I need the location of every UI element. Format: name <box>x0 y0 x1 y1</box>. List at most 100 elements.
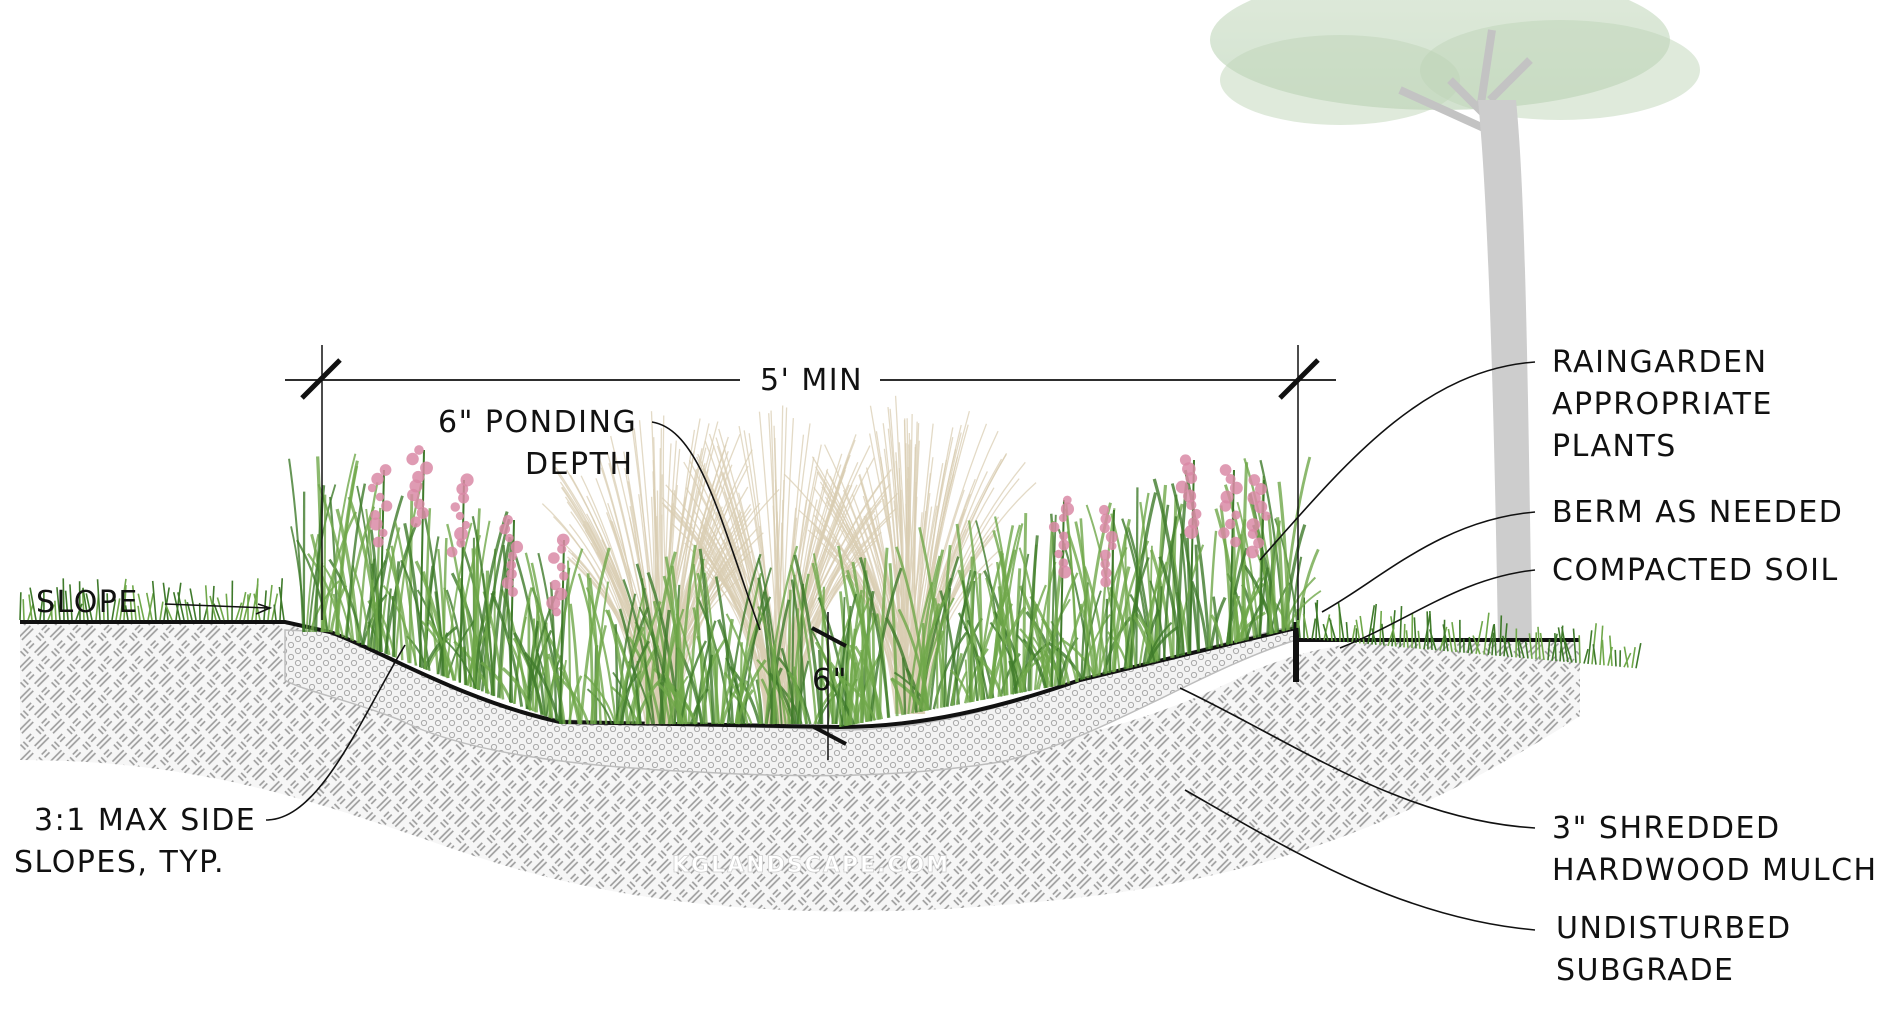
ground-profile-line <box>20 620 1580 730</box>
foliage-blade <box>1135 487 1139 667</box>
turf-blade <box>184 599 189 621</box>
ornamental-grass-blade <box>914 421 918 714</box>
foliage-blade <box>606 609 630 725</box>
side-slopes-label: 3:1 MAX SIDE SLOPES, TYP. <box>14 803 255 880</box>
flower-blossom <box>1105 531 1118 543</box>
turf-blade <box>1528 633 1533 659</box>
flower-blossom <box>1099 549 1111 561</box>
turf-blade <box>1351 624 1356 643</box>
flower-blossom <box>1100 576 1112 588</box>
foliage-blade <box>997 586 1008 696</box>
turf-blade <box>239 591 247 621</box>
flower-blossom <box>1108 541 1117 551</box>
turf-blade <box>1499 615 1503 657</box>
min-width-label: 5' MIN <box>760 363 863 398</box>
foliage-blade <box>619 640 651 725</box>
foliage-blade <box>484 570 490 694</box>
leader-lines <box>164 361 1536 931</box>
turf-blade <box>216 597 225 621</box>
turf-blade <box>19 592 22 621</box>
foliage-blade <box>1240 462 1249 642</box>
foliage-blade <box>394 521 417 666</box>
foliage-blade <box>586 688 613 725</box>
foliage-blade <box>907 581 934 715</box>
turf-blade <box>1591 623 1597 665</box>
foliage-blade <box>512 632 544 715</box>
turf-blade <box>54 600 57 621</box>
foliage-blade <box>327 453 357 633</box>
turf-blade <box>96 579 101 621</box>
leader-mulch <box>1179 687 1536 829</box>
flower-blossom <box>1185 472 1198 484</box>
foliage-blade <box>1110 513 1137 667</box>
turf-blade <box>1623 646 1629 668</box>
foliage-blade <box>658 609 671 725</box>
turf-blade <box>1443 619 1446 651</box>
ornamental-grass-blade <box>784 457 815 725</box>
foliage-blade <box>1236 501 1260 638</box>
turf-blade <box>1587 630 1593 665</box>
foliage-blade <box>780 647 797 725</box>
foliage-blade <box>296 539 329 633</box>
foliage-blade <box>796 660 810 725</box>
mulch-line2: HARDWOOD MULCH <box>1552 853 1878 888</box>
foliage-blade <box>992 530 1023 693</box>
turf-blade <box>273 604 277 621</box>
foliage-blade <box>725 657 746 725</box>
turf-blade <box>69 584 73 621</box>
foliage-blade <box>949 668 972 703</box>
flower-blossom <box>454 527 469 541</box>
flower-stem <box>1059 499 1065 686</box>
foliage-blade <box>618 608 642 725</box>
foliage-blade <box>932 631 968 710</box>
foliage-blade <box>569 603 582 725</box>
foliage-blade <box>1296 548 1320 628</box>
foliage-blade <box>970 556 974 702</box>
tree <box>1210 0 1700 640</box>
turf-blade <box>1557 627 1565 662</box>
turf-blade <box>1447 628 1453 652</box>
flower-blossom <box>1184 525 1199 539</box>
turf-blade <box>115 598 121 621</box>
flower-blossom <box>379 464 392 476</box>
turf-blade <box>1572 628 1577 663</box>
foliage-blade <box>858 556 891 718</box>
turf-blade <box>102 592 105 621</box>
flower-blossom <box>1231 510 1241 520</box>
foliage-blade <box>827 618 850 725</box>
foliage-blade <box>964 659 969 703</box>
plants-line3: PLANTS <box>1552 429 1677 464</box>
flower-blossom <box>557 544 567 554</box>
flower-blossom <box>370 510 381 520</box>
turf-blade <box>1315 599 1319 640</box>
turf-blade <box>211 585 215 621</box>
flower-blossom <box>450 502 461 512</box>
compacted-soil-label: COMPACTED SOIL <box>1552 553 1839 588</box>
turf-blade <box>162 582 169 621</box>
foliage-blade <box>1018 547 1047 689</box>
turf-blade <box>50 602 53 621</box>
flower-blossom <box>1245 545 1259 559</box>
flower-blossom <box>554 587 568 601</box>
flower-blossom <box>1218 527 1230 539</box>
foliage-blade <box>1190 580 1209 650</box>
plants-line2: APPROPRIATE <box>1552 387 1773 422</box>
foliage-blade <box>423 626 458 670</box>
flower-blossom <box>381 500 393 512</box>
side-slopes-line2: SLOPES, TYP. <box>14 845 225 880</box>
turf-blade <box>209 595 217 621</box>
foliage-blade <box>436 632 449 675</box>
flower-blossom <box>1100 567 1112 579</box>
foliage-blade <box>335 508 360 644</box>
turf-blade <box>1371 628 1377 646</box>
foliage-blade <box>307 553 345 638</box>
turf-blade <box>1472 635 1481 655</box>
foliage-blade <box>787 670 809 725</box>
foliage-blade <box>469 520 491 687</box>
foliage-blade <box>1066 530 1099 676</box>
foliage-blade <box>1158 586 1163 661</box>
turf-blade <box>151 580 157 621</box>
turf-blade <box>1345 622 1349 643</box>
foliage-blade <box>1126 601 1129 669</box>
flower-blossom <box>1062 495 1072 505</box>
